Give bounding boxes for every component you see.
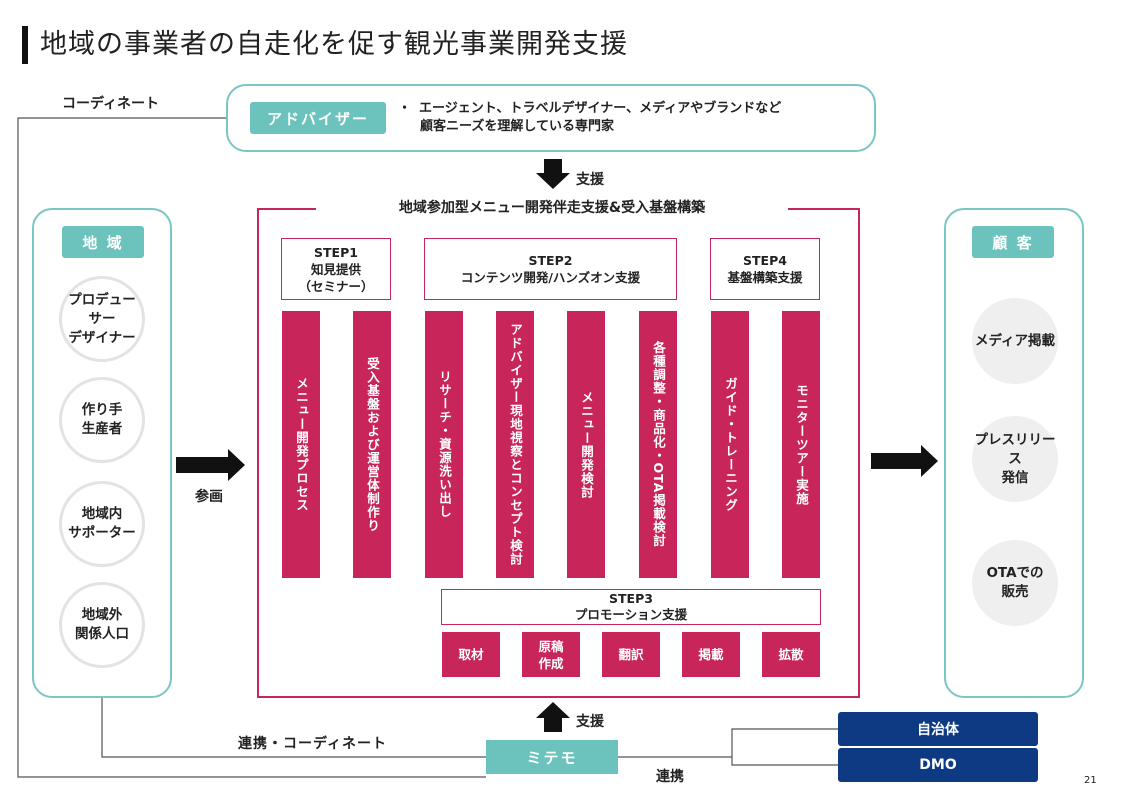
step3-item-spread: 拡散 [762, 632, 820, 677]
step2-box: STEP2 コンテンツ開発/ハンズオン支援 [424, 238, 677, 300]
step3-box: STEP3 プロモーション支援 [441, 589, 821, 625]
bar-text: メニュー開発プロセス [294, 377, 309, 512]
page-title: 地域の事業者の自走化を促す観光事業開発支援 [40, 29, 628, 60]
bar-guide-training: ガイド・トレーニング [711, 311, 749, 578]
bar-text: メニュー開発検討 [579, 390, 594, 499]
customer-label: 顧 客 [972, 226, 1054, 258]
step3-item-interview: 取材 [442, 632, 500, 677]
region-item-related-population: 地域外 関係人口 [59, 582, 145, 668]
region-item-maker: 作り手 生産者 [59, 377, 145, 463]
step1-box: STEP1 知見提供 （セミナー） [281, 238, 391, 300]
step1-name-line1: 知見提供 [310, 261, 361, 277]
bar-text: ガイド・トレーニング [723, 377, 738, 512]
cooperation-coordinate-label: 連携・コーディネート [238, 736, 388, 752]
step3-label: STEP3 [609, 591, 653, 606]
support-top-label: 支援 [576, 172, 604, 188]
advisor-box: アドバイザー ・エージェント、トラベルデザイナー、メディアやブランドなど 顧客ニ… [226, 84, 876, 152]
bar-text: モニターツアー実施 [794, 383, 809, 506]
region-item-supporter: 地域内 サポーター [59, 481, 145, 567]
title-accent-bar [22, 26, 28, 64]
customer-item-ota: OTAでの 販売 [972, 540, 1058, 626]
step2-label: STEP2 [528, 253, 573, 268]
advisor-bullet: ・ [398, 101, 412, 116]
cooperation-label: 連携 [656, 769, 684, 785]
bar-menu-review: メニュー開発検討 [567, 311, 605, 578]
step1-name-line2: （セミナー） [298, 278, 374, 294]
bar-text: 各種調整・商品化・OTA掲載検討 [651, 341, 666, 548]
bar-research: リサーチ・資源洗い出し [425, 311, 463, 578]
bar-text: リサーチ・資源洗い出し [437, 370, 452, 519]
output-arrow [871, 445, 938, 477]
bar-advisor-visit: アドバイザー現地視察とコンセプト検討 [496, 311, 534, 578]
advisor-description: ・エージェント、トラベルデザイナー、メディアやブランドなど 顧客ニーズを理解して… [398, 100, 781, 136]
advisor-desc-line1: エージェント、トラベルデザイナー、メディアやブランドなど [419, 101, 782, 116]
region-label: 地 域 [62, 226, 144, 258]
customer-item-press-release: プレスリリース 発信 [972, 416, 1058, 502]
bar-reception-foundation: 受入基盤および運営体制作り [353, 311, 391, 578]
bar-text: アドバイザー現地視察とコンセプト検討 [508, 323, 523, 566]
customer-item-media: メディア掲載 [972, 298, 1058, 384]
step3-item-publication: 掲載 [682, 632, 740, 677]
region-item-producer: プロデューサー デザイナー [59, 276, 145, 362]
step3-name: プロモーション支援 [574, 607, 688, 622]
bar-monitor-tour: モニターツアー実施 [782, 311, 820, 578]
step2-name: コンテンツ開発/ハンズオン支援 [460, 270, 641, 285]
coordinate-label: コーディネート [62, 96, 160, 112]
bar-adjustment-ota: 各種調整・商品化・OTA掲載検討 [639, 311, 677, 578]
participation-arrow [176, 449, 245, 481]
partner-municipality: 自治体 [838, 712, 1038, 746]
bar-text: 受入基盤および運営体制作り [365, 356, 380, 533]
region-box: 地 域 プロデューサー デザイナー 作り手 生産者 地域内 サポーター 地域外 … [32, 208, 172, 698]
step4-label: STEP4 [743, 253, 787, 268]
step3-item-manuscript: 原稿 作成 [522, 632, 580, 677]
support-down-arrow [536, 159, 570, 189]
partner-dmo: DMO [838, 748, 1038, 782]
bar-menu-dev-process: メニュー開発プロセス [282, 311, 320, 578]
step3-item-translation: 翻訳 [602, 632, 660, 677]
customer-box: 顧 客 メディア掲載 プレスリリース 発信 OTAでの 販売 [944, 208, 1084, 698]
advisor-desc-line2: 顧客ニーズを理解している専門家 [420, 119, 614, 134]
participation-label: 参画 [195, 489, 223, 505]
step4-name: 基盤構築支援 [727, 270, 803, 285]
mitemo-box: ミテモ [486, 740, 618, 774]
main-frame-title: 地域参加型メニュー開発伴走支援&受入基盤構築 [316, 198, 788, 220]
step4-box: STEP4 基盤構築支援 [710, 238, 820, 300]
advisor-label: アドバイザー [250, 102, 386, 134]
step1-label: STEP1 [314, 244, 358, 260]
page-number: 21 [1084, 775, 1097, 786]
support-bottom-label: 支援 [576, 714, 604, 730]
support-up-arrow [536, 702, 570, 732]
